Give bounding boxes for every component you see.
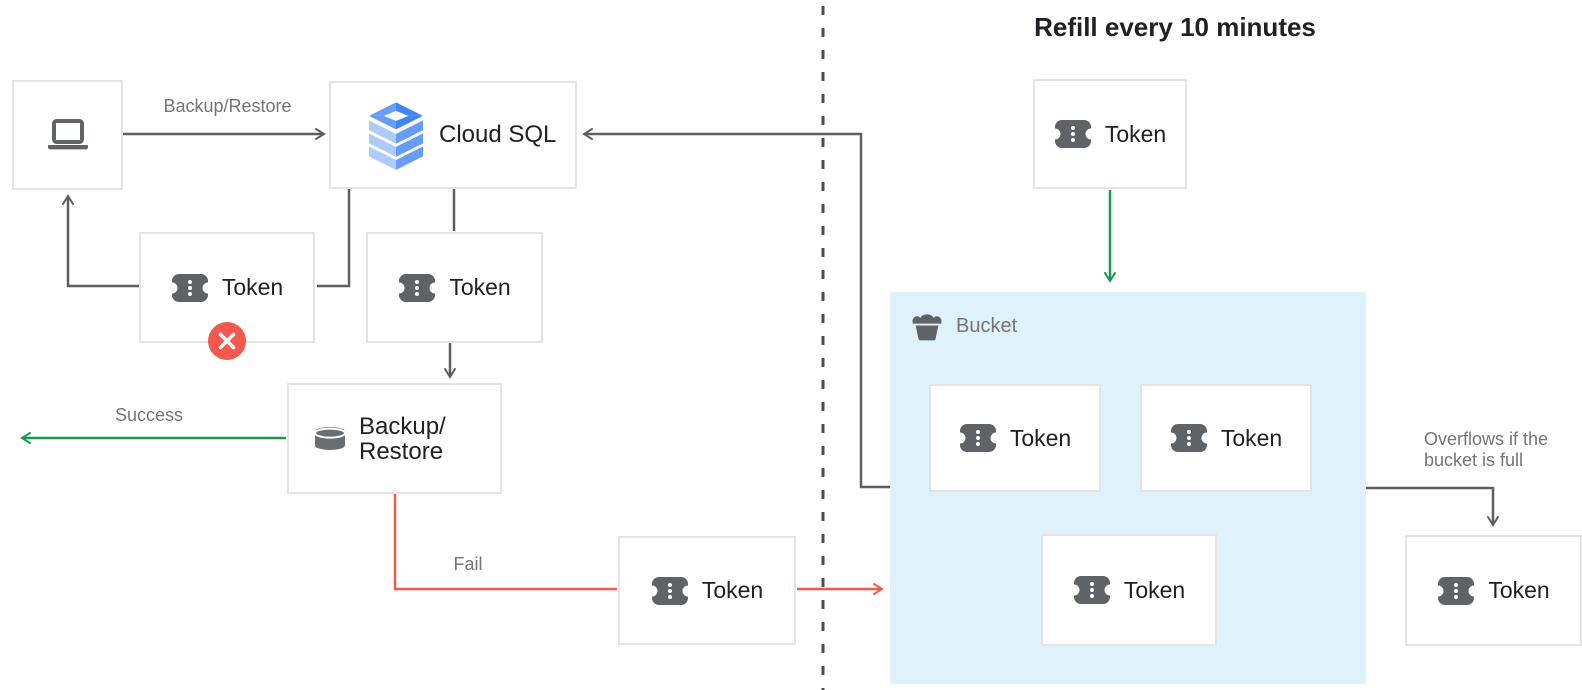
backup-restore-edge-label: Backup/Restore: [163, 96, 292, 116]
token-icon: [958, 424, 997, 452]
backup-restore-node: Backup/ Restore: [287, 383, 502, 494]
cloud-sql-node: Cloud SQL: [329, 81, 577, 189]
edge-cloudsql-to-token-rejected: [317, 189, 351, 288]
backup-restore-label: Backup/ Restore: [359, 412, 446, 465]
token-label: Token: [221, 274, 284, 300]
laptop-icon: [47, 119, 88, 150]
bucket-header: Bucket: [909, 311, 1017, 342]
token-node-overflow: Token: [1405, 535, 1582, 646]
token-icon: [1169, 424, 1208, 452]
token-icon: [1053, 120, 1092, 148]
cloud-sql-label: Cloud SQL: [439, 121, 557, 148]
token-node-bucket-3: Token: [1041, 534, 1217, 646]
token-node-cloudsql: Token: [366, 232, 543, 343]
bucket-icon: [912, 314, 942, 341]
token-label: Token: [1488, 577, 1550, 603]
token-label: Token: [701, 577, 764, 603]
token-node-refill: Token: [1033, 79, 1187, 189]
client-node: [12, 80, 123, 190]
cloud-sql-icon: [369, 102, 423, 170]
error-x-icon: [208, 322, 246, 360]
bucket-label: Bucket: [956, 315, 1018, 337]
token-label: Token: [449, 274, 511, 300]
token-label: Token: [1220, 424, 1283, 451]
token-node-bucket-1: Token: [929, 384, 1101, 492]
token-icon: [1072, 576, 1111, 604]
token-label: Token: [1009, 424, 1072, 451]
token-icon: [650, 576, 689, 605]
token-label: Token: [1123, 576, 1186, 603]
token-icon: [398, 273, 437, 302]
edge-bucket-to-cloudsql: [582, 128, 890, 489]
token-icon: [1437, 576, 1476, 605]
token-icon: [170, 273, 209, 302]
edge-fail: [393, 494, 617, 591]
token-node-bucket-2: Token: [1140, 384, 1312, 492]
token-label: Token: [1104, 120, 1167, 147]
token-node-fail: Token: [618, 536, 796, 645]
database-icon: [314, 427, 346, 450]
edge-token-rejected-to-client: [62, 194, 139, 288]
edge-overflow: [1366, 486, 1499, 527]
refill-title: Refill every 10 minutes: [1034, 12, 1316, 42]
success-edge-label: Success: [114, 405, 184, 425]
overflow-edge-label: Overflows if the bucket is full: [1424, 429, 1549, 470]
fail-edge-label: Fail: [453, 554, 483, 574]
